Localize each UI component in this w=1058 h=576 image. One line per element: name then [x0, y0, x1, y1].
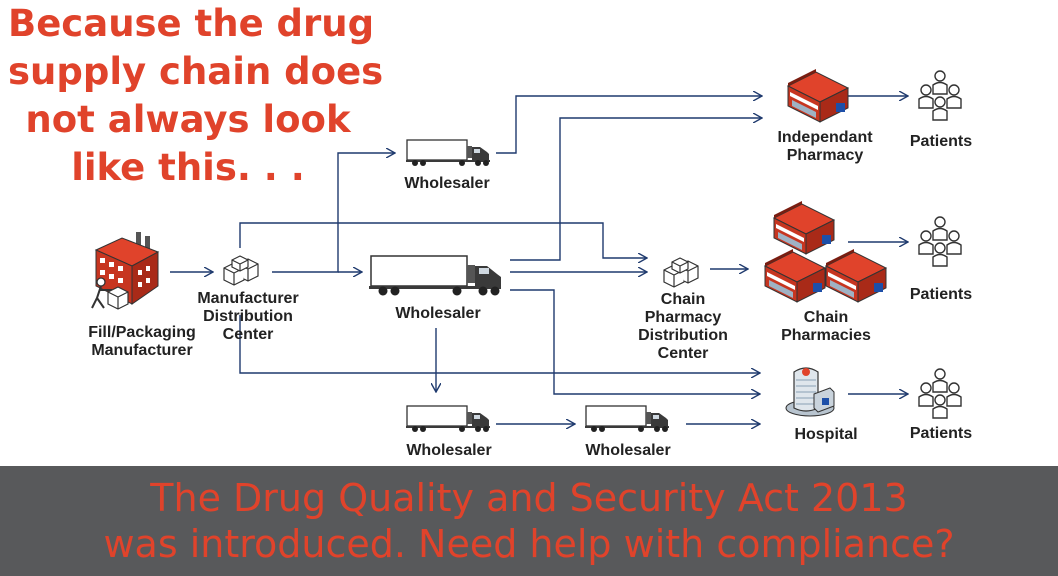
wholesaler-top-truck-icon	[405, 139, 491, 167]
independent-pharmacy-icon	[787, 68, 849, 123]
label-patients-1: Patients	[909, 133, 973, 150]
label-mfg-distribution-center: Manufacturer Distribution Center	[197, 290, 299, 343]
label-manufacturer: Fill/Packaging Manufacturer	[88, 324, 196, 359]
arrow-wholesaler-main-to-independent	[510, 118, 762, 261]
label-wholesaler-bottom1: Wholesaler	[406, 442, 492, 459]
factory-icon	[91, 232, 160, 310]
label-wholesaler-top: Wholesaler	[404, 175, 490, 192]
banner-line: The Drug Quality and Security Act 2013	[150, 476, 908, 520]
headline-line: supply chain does	[8, 50, 384, 93]
headline-line: like this. . .	[71, 146, 305, 189]
patients-3-icon	[919, 369, 961, 418]
headline-line: not always look	[25, 98, 351, 141]
wholesaler-bottom2-truck-icon	[584, 405, 670, 433]
label-hospital: Hospital	[794, 426, 858, 443]
label-wholesaler-main: Wholesaler	[395, 305, 481, 322]
label-patients-3: Patients	[909, 425, 973, 442]
label-patients-2: Patients	[909, 286, 973, 303]
headline-line: Because the drug	[8, 2, 375, 45]
arrow-dc-to-chain-dc	[239, 222, 647, 258]
arrow-dc-to-wholesaler-top	[272, 153, 395, 273]
chain-pharmacy-icon	[764, 248, 826, 303]
wholesaler-main-truck-icon	[368, 255, 502, 297]
label-chain-distribution-center: Chain Pharmacy Distribution Center	[638, 291, 728, 362]
patients-1-icon	[919, 71, 961, 120]
label-independent-pharmacy: Independant Pharmacy	[777, 129, 873, 164]
wholesaler-bottom1-truck-icon	[405, 405, 491, 433]
headline: Because the drug supply chain does not a…	[8, 0, 384, 192]
chain-pharmacy-icon	[773, 200, 835, 255]
arrow-wholesaler-main-to-hospital	[510, 289, 760, 394]
banner-line: was introduced. Need help with complianc…	[103, 522, 955, 566]
arrow-dc-to-hospital	[239, 315, 760, 373]
mfg-distribution-boxes-icon	[223, 255, 259, 286]
hospital-icon	[785, 367, 835, 417]
flow-arrows	[170, 96, 908, 424]
patients-2-icon	[919, 217, 961, 266]
arrow-wholesaler-top-to-independent	[496, 96, 762, 154]
chain-distribution-boxes-icon	[663, 257, 699, 288]
bottom-banner: The Drug Quality and Security Act 2013 w…	[0, 466, 1058, 576]
label-chain-pharmacies: Chain Pharmacies	[781, 309, 871, 344]
chain-pharmacy-icon	[825, 248, 887, 303]
label-wholesaler-bottom2: Wholesaler	[585, 442, 671, 459]
